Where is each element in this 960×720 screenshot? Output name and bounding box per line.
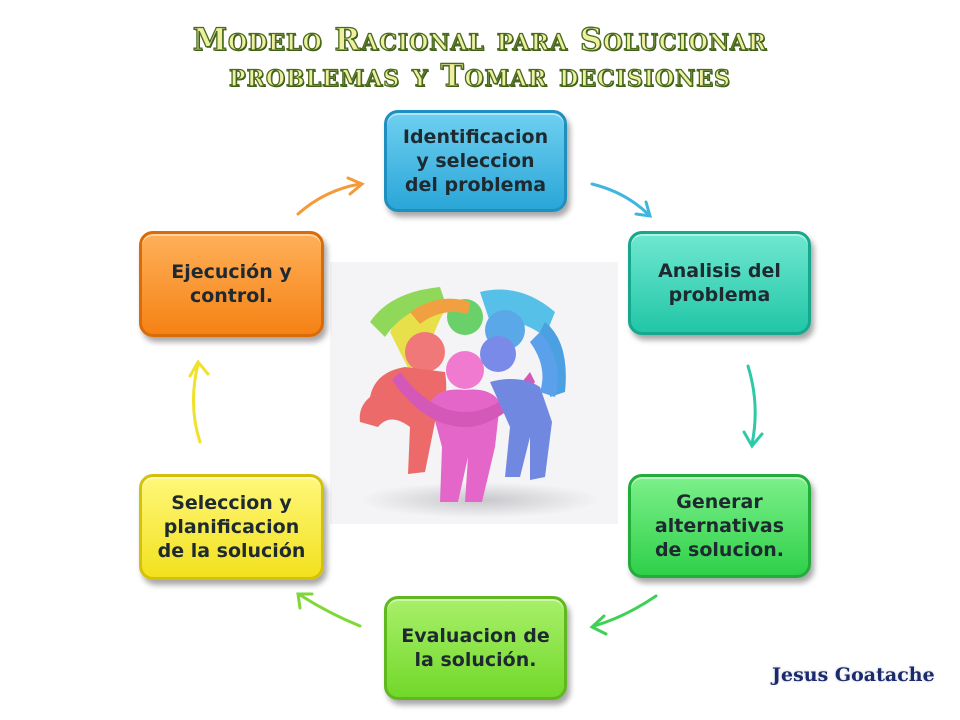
arrow-2-to-3-head xyxy=(742,430,764,449)
arrow-1-to-2-head xyxy=(634,200,653,218)
title-line-2: problemas y Tomar decisiones xyxy=(228,57,731,94)
arrow-6-to-1-head xyxy=(346,176,365,196)
arrow-5-to-6-head xyxy=(188,359,210,378)
arrow-4-to-5-head xyxy=(296,592,314,610)
step-generar-alternativas: Generar alternativas de solucion. xyxy=(628,474,811,578)
arrow-4-to-5 xyxy=(298,593,362,628)
step-analisis: Analisis del problema xyxy=(628,231,811,335)
slide-title: Modelo Racional para Solucionar problema… xyxy=(0,21,960,94)
step-ejecucion-control: Ejecución y control. xyxy=(139,231,324,337)
arrow-1-to-2 xyxy=(590,182,650,216)
arrow-2-to-3 xyxy=(746,364,757,446)
teamwork-figures-icon xyxy=(359,287,600,518)
author-name: Jesus Goatache xyxy=(772,664,935,686)
step-identificacion: Identificacion y seleccion del problema xyxy=(384,110,567,212)
arrow-3-to-4-head xyxy=(589,614,608,636)
step-seleccion-planificacion: Seleccion y planificacion de la solución xyxy=(139,474,324,580)
step-evaluacion: Evaluacion de la solución. xyxy=(384,596,567,700)
teamwork-illustration xyxy=(330,262,618,524)
title-line-1: Modelo Racional para Solucionar xyxy=(192,21,768,58)
arrow-6-to-1 xyxy=(296,182,362,216)
arrow-5-to-6 xyxy=(191,362,202,444)
arrow-3-to-4 xyxy=(592,594,658,628)
